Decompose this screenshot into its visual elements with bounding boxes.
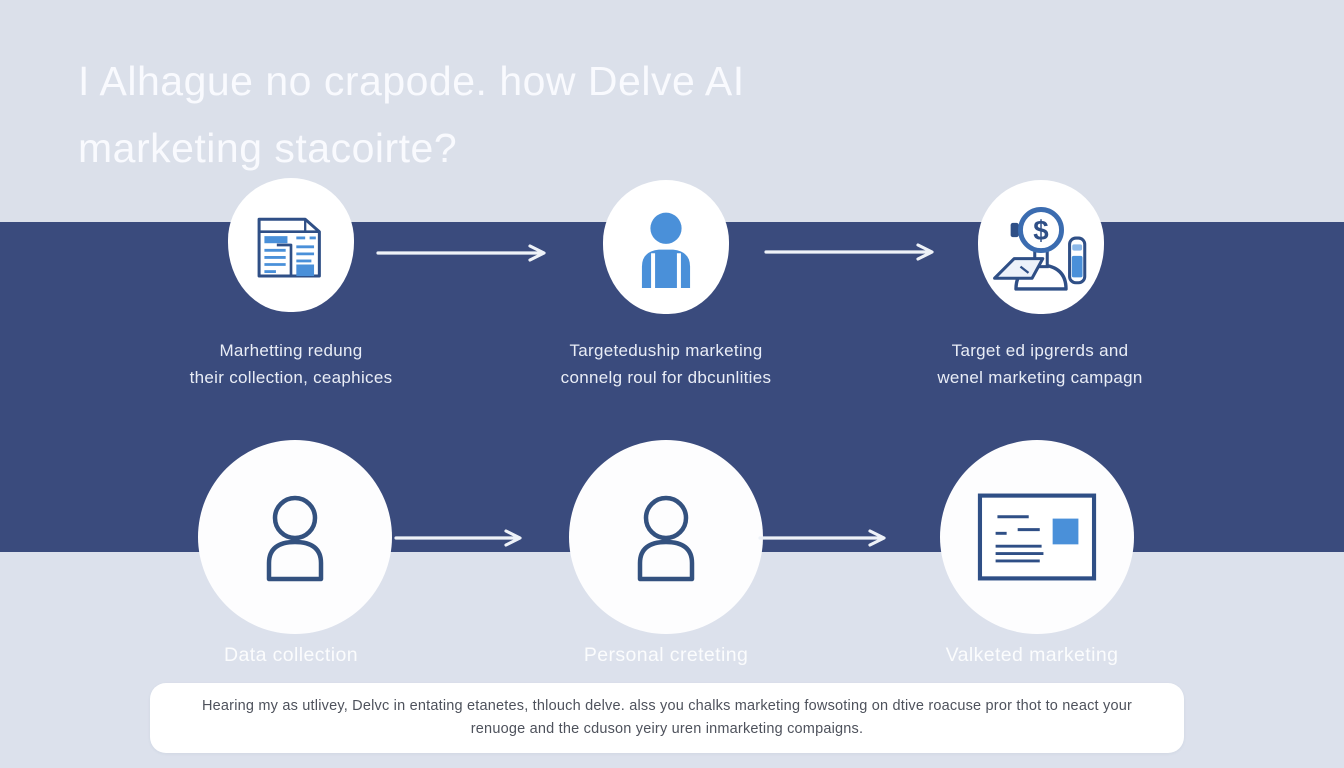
- step-label-line: Target ed ipgrerds and: [951, 341, 1129, 360]
- footer-caption-line1: Hearing my as utlivey, Delvc in entating…: [201, 698, 1133, 714]
- step-card-target-person: [603, 180, 729, 314]
- step-label-line: wenel marketing campagn: [937, 368, 1143, 387]
- step-label-line: Targeteduship marketing: [569, 341, 763, 360]
- page-title: I Alhague no crapode. how Delve AI marke…: [78, 48, 838, 182]
- step-label-target-person: Targeteduship marketing connelg roul for…: [516, 337, 816, 391]
- step-label-data-collection: Data collection: [224, 644, 358, 666]
- step-circle-data-collection: [198, 440, 392, 634]
- postcard-icon: [977, 493, 1097, 581]
- person-filled-icon: [641, 212, 691, 288]
- money-search-analyst-icon: $: [993, 207, 1087, 291]
- footer-caption-box: Hearing my as utlivey, Delvc in entating…: [150, 683, 1184, 753]
- step-card-campaign-analysis: $: [978, 180, 1104, 314]
- arrow-right-icon: [764, 243, 934, 261]
- person-outline-icon: [637, 495, 695, 582]
- step-circle-personal-creteting: [569, 440, 763, 634]
- newspaper-icon: [257, 217, 321, 278]
- svg-text:$: $: [1033, 215, 1048, 246]
- step-label-personal-creteting: Personal creteting: [583, 644, 749, 666]
- step-card-marketing-report: [228, 178, 354, 312]
- page-title-line2: marketing stacoirte?: [78, 125, 458, 171]
- arrow-right-icon: [376, 244, 546, 262]
- arrow-right-icon: [394, 529, 522, 547]
- page-title-line1: I Alhague no crapode. how Delve AI: [78, 58, 745, 104]
- step-circle-valketed-marketing: [940, 440, 1134, 634]
- arrow-right-icon: [758, 529, 886, 547]
- step-label-valketed-marketing: Valketed marketing: [945, 644, 1119, 666]
- step-label-line: their collection, ceaphices: [189, 368, 393, 387]
- step-label-line: Marhetting redung: [219, 341, 363, 360]
- step-label-campaign-analysis: Target ed ipgrerds and wenel marketing c…: [890, 337, 1190, 391]
- footer-caption-line2: renuoge and the cduson yeiry uren inmark…: [470, 721, 864, 737]
- person-outline-icon: [266, 495, 324, 582]
- step-label-line: connelg roul for dbcunlities: [560, 368, 772, 387]
- step-label-marketing-report: Marhetting redung their collection, ceap…: [141, 337, 441, 391]
